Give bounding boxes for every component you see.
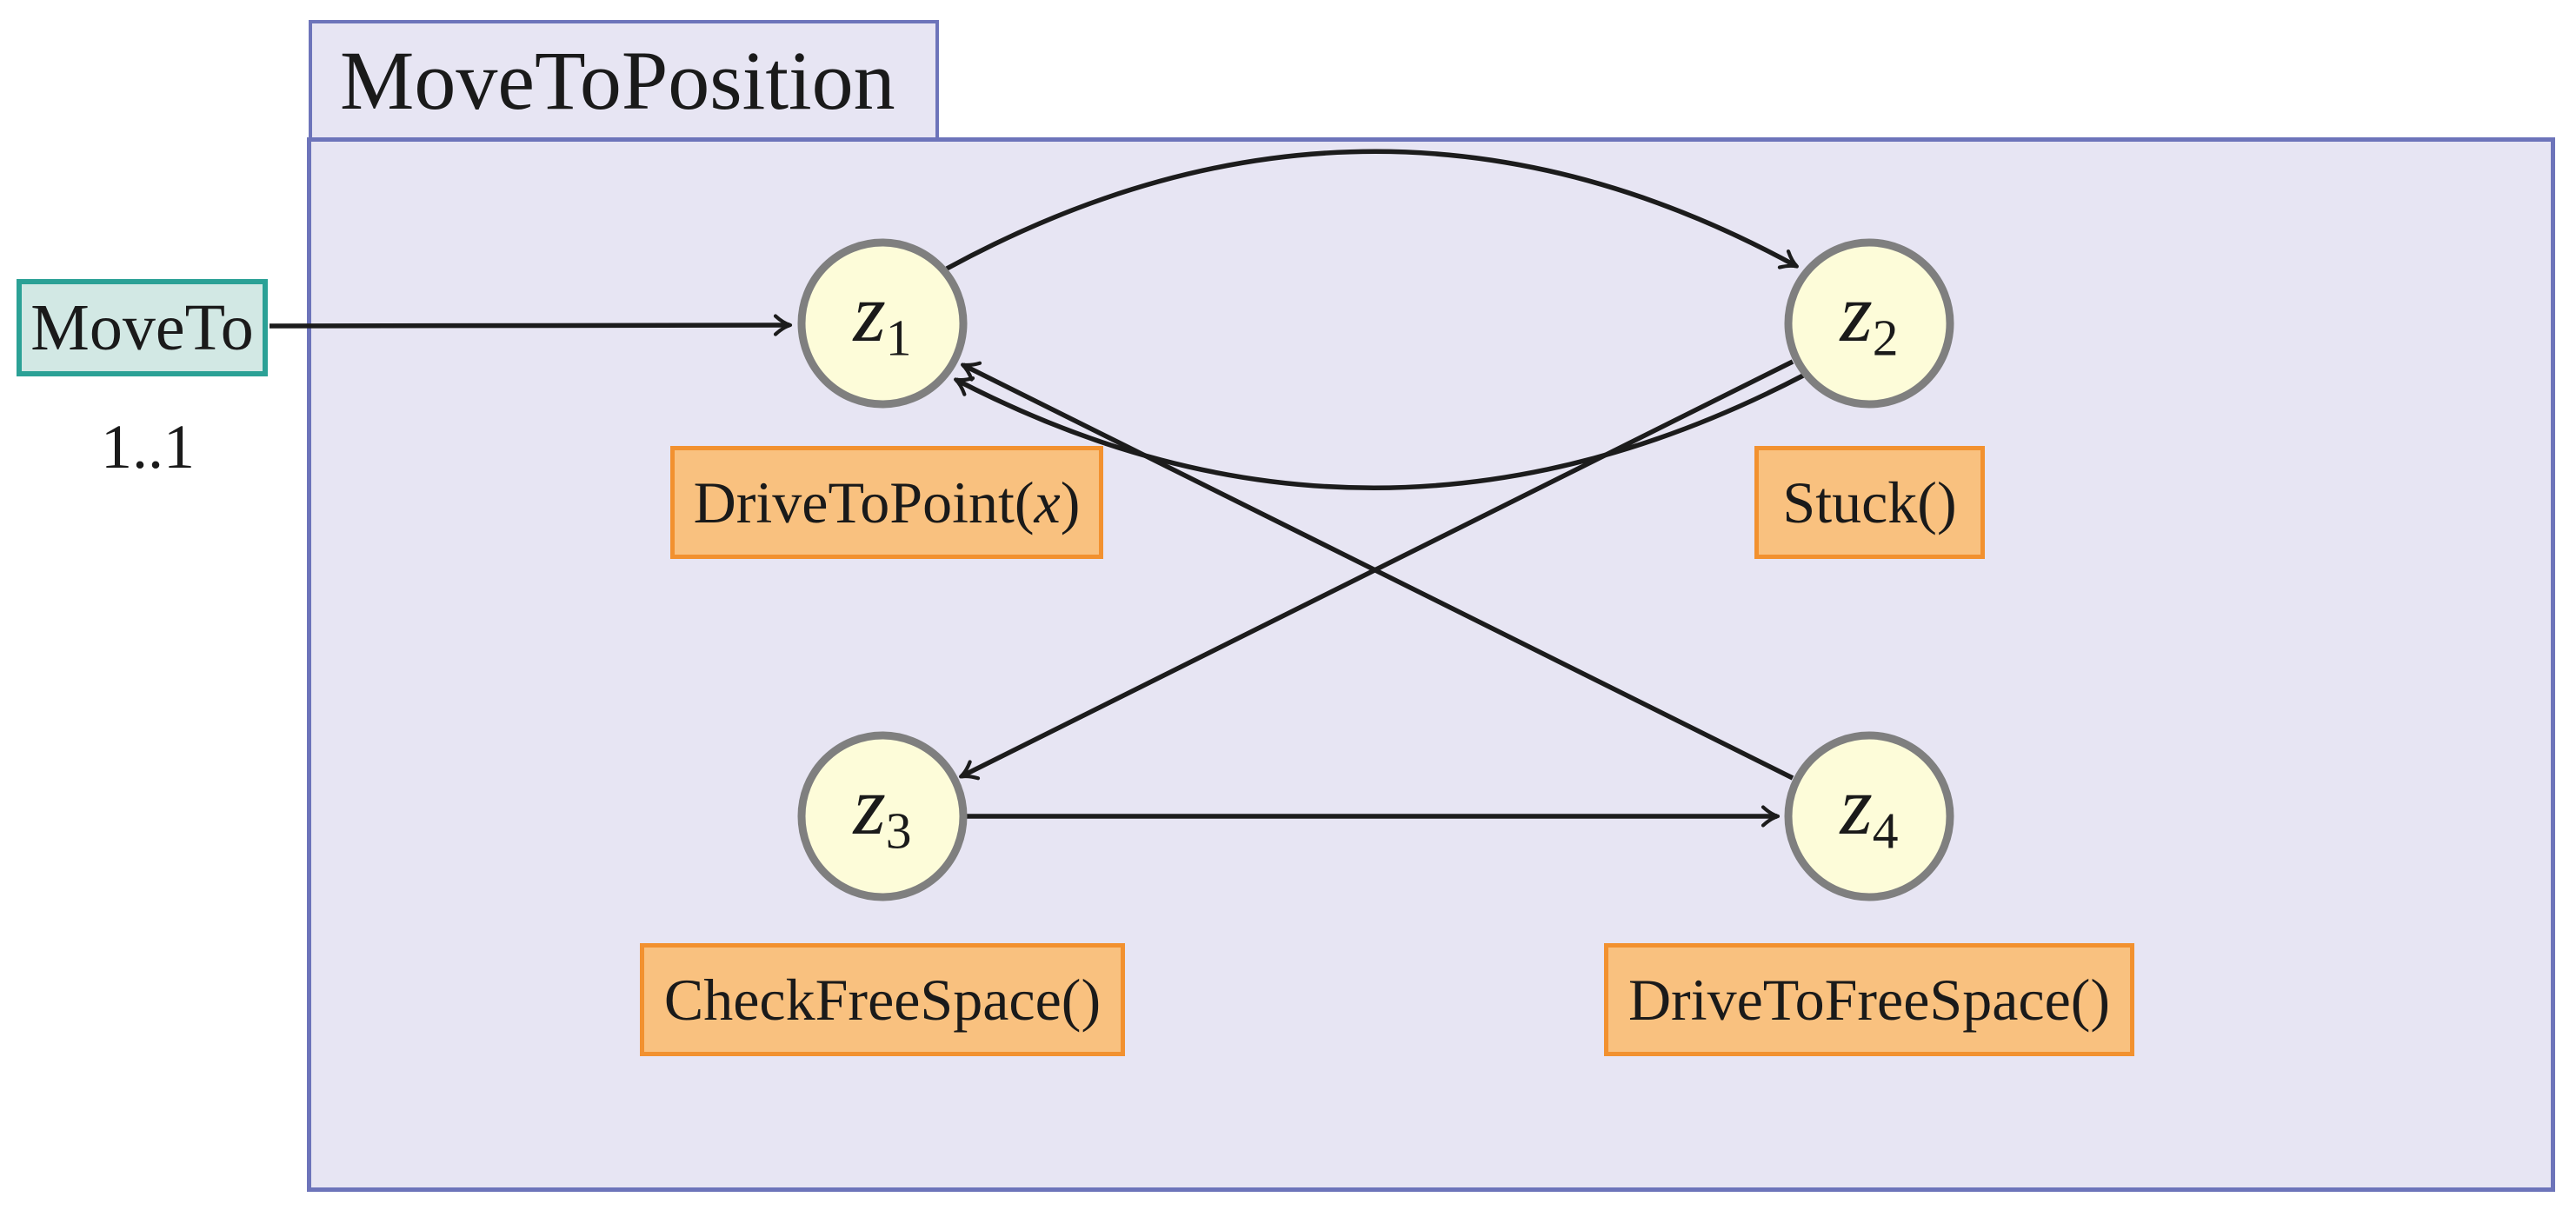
state-z2-label: z2 (1840, 265, 1899, 367)
event-box-checkfreespace: CheckFreeSpace() (640, 943, 1125, 1056)
diagram-title: MoveToPosition (340, 33, 895, 127)
diagram-title-tab: MoveToPosition (309, 20, 939, 141)
event-box-stuck: Stuck() (1754, 446, 1985, 559)
multiplicity-label: 1..1 (101, 412, 195, 482)
event-box-drivetofreespace: DriveToFreeSpace() (1604, 943, 2134, 1056)
state-z4-label: z4 (1840, 758, 1899, 860)
input-port-label: MoveTo (30, 291, 254, 364)
state-z3-label: z3 (853, 758, 912, 860)
event-box-drivetopoint: DriveToPoint(x) (670, 446, 1103, 559)
input-port-box: MoveTo (17, 279, 268, 376)
state-z1-label: z1 (853, 265, 912, 367)
